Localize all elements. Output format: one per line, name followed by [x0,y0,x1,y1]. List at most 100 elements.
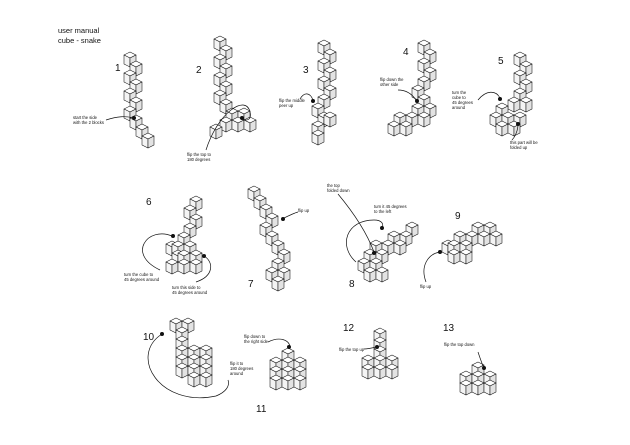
step-3-arrow [299,93,314,101]
step-4: 4 flip down the other side [380,39,437,137]
step-5-note-e: this part will be [510,140,538,145]
cube-block [281,374,295,391]
step-8-note-b: folded down [327,188,350,193]
step-11: 11 flip down to the right side [244,334,307,415]
step-6-note-b: 45 degrees around [124,277,160,282]
step-10-number: 10 [143,332,155,343]
step-9-arrow [423,251,441,283]
step-2-number: 2 [196,65,202,76]
cube-block [423,102,437,119]
cube-block [361,363,375,380]
step-12-number: 12 [343,323,355,334]
step-5-snake-drawing [489,51,533,137]
step-13-arrow-dot [482,366,486,370]
cube-block [375,266,389,283]
cube-block [507,96,521,113]
cube-block [385,363,399,380]
step-4-arrow-dot [415,99,419,103]
step-9-note-a: flip up [420,284,432,289]
cube-block [199,371,213,388]
step-9-arrow-dot [438,250,442,254]
cube-block [477,230,491,247]
cube-block [177,258,191,275]
step-12-arrow [363,346,377,350]
cube-block [271,275,285,292]
step-2-arrow [205,104,251,151]
step-6-arrow-a-dot [171,234,175,238]
step-9: 9 flip up [420,211,503,289]
cube-block [399,230,413,247]
step-5-arrow-a-dot [498,97,502,101]
cube-block [323,111,337,128]
step-10: 10 flip it to 180 degrees around [143,317,253,399]
step-6-note-c: turn this side to [172,285,201,290]
manual-title: user manual [58,26,100,35]
step-11-number: 11 [256,404,267,415]
cube-block [373,363,387,380]
cube-block [387,120,401,137]
step-8-note-a: the top [327,183,340,188]
step-4-number: 4 [403,47,409,58]
step-1-snake-drawing [123,51,155,149]
step-11-note-b: the right side [244,339,269,344]
cube-block [519,96,533,113]
step-12-note-a: flip the top up [339,347,365,352]
cube-block [281,347,295,364]
cube-block [393,239,407,256]
step-5-arrow-a [477,91,501,101]
step-5-note-b: cube to [452,95,466,100]
step-10-snake-drawing [169,317,213,388]
step-3-number: 3 [303,65,309,76]
cube-block [269,374,283,391]
step-13: 13 flip the top down [443,323,497,396]
cube-block [311,129,325,146]
step-4-note-a: flip down the [380,77,404,82]
step-6-arrow-b [195,255,211,283]
step-10-note-a: flip it to [230,361,244,366]
cube-block [165,258,179,275]
cube-block [209,123,223,140]
step-5-note-a: turn the [452,90,467,95]
cube-block [141,132,155,149]
cube-block [317,57,331,74]
step-7-arrow-dot [281,217,285,221]
step-8-snake-drawing [357,221,419,283]
step-4-snake-drawing [387,39,437,137]
step-6-note-d: 45 degrees around [172,290,208,295]
cube-block [243,116,257,133]
step-10-note-c: around [230,371,244,376]
step-10-note-b: 180 degrees [230,366,253,371]
step-2-note-b: 180 degrees [187,157,210,162]
step-5-note-f: folded up [510,145,528,150]
step-3-note-b: peer up [279,103,294,108]
step-10-arrow-dot [160,332,164,336]
cube-block [471,379,485,396]
step-9-snake-drawing [441,221,503,265]
step-12-arrow-dot [375,345,379,349]
cube-block [265,230,279,247]
step-6-number: 6 [146,197,152,208]
cube-block [417,111,431,128]
step-8-arrow-b [346,219,384,263]
step-2-note-a: flip the top to [187,152,212,157]
step-7-number: 7 [248,279,254,290]
step-7-note-a: flip up [298,208,310,213]
step-6-arrow-a [142,233,173,271]
step-4-arrow [397,89,417,101]
cube-block [175,362,189,379]
step-13-number: 13 [443,323,455,334]
step-12-snake-drawing [361,327,399,380]
step-8: 8 the top folded down turn it 45 degrees… [327,183,419,290]
step-13-snake-drawing [459,361,497,396]
step-1-note-a: start the side [73,115,98,120]
step-8-arrow-b-dot [380,226,384,230]
step-11-arrow-dot [287,345,291,349]
step-8-arrow-a-dot [372,251,376,255]
step-1-note-b: with the 2 blocks [73,120,104,125]
cube-block [399,120,413,137]
cube-block [483,379,497,396]
step-2-arrow-dot [240,116,244,120]
step-8-number: 8 [349,279,355,290]
step-8-note-c: turn it 45 degrees [374,204,407,209]
